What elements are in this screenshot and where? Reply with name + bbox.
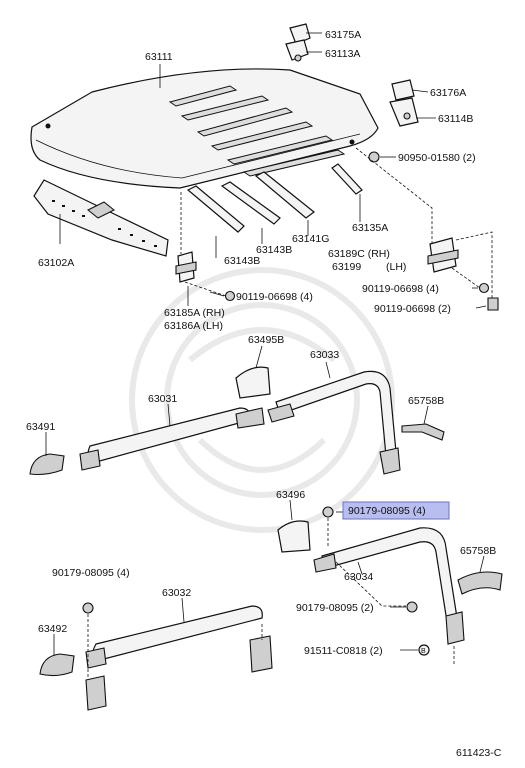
- bracket-63176A[interactable]: [389, 79, 419, 127]
- highlight-box: [342, 501, 450, 520]
- bolt-90119-right-a[interactable]: [478, 282, 490, 294]
- nut-90179-highlight[interactable]: [322, 506, 334, 546]
- label-63199-lh: (LH): [386, 261, 406, 273]
- label-63492[interactable]: 63492: [38, 623, 67, 635]
- label-63141G[interactable]: 63141G: [292, 233, 329, 245]
- cap-63491[interactable]: [29, 453, 65, 476]
- strip-63135A[interactable]: [331, 163, 363, 195]
- label-90179-left[interactable]: 90179-08095 (4): [52, 567, 130, 579]
- bar-63031[interactable]: [79, 407, 265, 471]
- label-63031[interactable]: 63031: [148, 393, 177, 405]
- clip-63175A[interactable]: [285, 23, 311, 62]
- label-63189C[interactable]: 63189C (RH): [328, 248, 390, 260]
- label-63135A[interactable]: 63135A: [352, 222, 388, 234]
- bar-63032[interactable]: [85, 605, 273, 711]
- label-63114B[interactable]: 63114B: [438, 113, 473, 125]
- label-63176A[interactable]: 63176A: [430, 87, 466, 99]
- rail-63141G[interactable]: [254, 171, 315, 219]
- label-63033[interactable]: 63033: [310, 349, 339, 361]
- nut-90179-left[interactable]: [82, 602, 94, 614]
- label-63496[interactable]: 63496: [276, 489, 305, 501]
- label-63111[interactable]: 63111: [145, 51, 173, 63]
- label-63199[interactable]: 63199: [332, 261, 361, 273]
- roof-panel-63111[interactable]: [30, 68, 379, 189]
- bolt-91511[interactable]: B: [418, 644, 430, 656]
- label-90179-highlight[interactable]: 90179-08095 (4): [348, 505, 426, 517]
- label-63113A[interactable]: 63113A: [325, 48, 360, 60]
- label-90119-right-a[interactable]: 90119-06698 (4): [362, 283, 439, 295]
- pad-63495B[interactable]: [235, 366, 271, 399]
- hinge-63189C[interactable]: [427, 237, 459, 273]
- label-63034[interactable]: 63034: [344, 571, 373, 583]
- front-trim-63102A[interactable]: [33, 179, 169, 257]
- label-63032[interactable]: 63032: [162, 587, 191, 599]
- hinge-63185A[interactable]: [175, 251, 197, 283]
- leader-lines: [45, 32, 487, 656]
- label-63143B-left[interactable]: 63143B: [224, 255, 260, 267]
- label-90119-left[interactable]: 90119-06698 (4): [236, 291, 313, 303]
- label-90119-right-b[interactable]: 90119-06698 (2): [374, 303, 451, 315]
- pad-63496[interactable]: [277, 520, 311, 553]
- bow-63034[interactable]: [313, 527, 465, 645]
- label-63185A[interactable]: 63185A (RH): [164, 307, 225, 319]
- rail-63143B-right[interactable]: [220, 181, 281, 225]
- label-65758B-upper[interactable]: 65758B: [408, 395, 444, 407]
- cap-63492[interactable]: [39, 653, 75, 677]
- diagram-id: 611423-C: [456, 747, 502, 759]
- label-63491[interactable]: 63491: [26, 421, 55, 433]
- rail-63143B-left[interactable]: [186, 185, 245, 233]
- svg-text:B: B: [421, 648, 426, 655]
- label-65758B-lower[interactable]: 65758B: [460, 545, 496, 557]
- label-91511[interactable]: 91511-C0818 (2): [304, 645, 383, 657]
- label-90950[interactable]: 90950-01580 (2): [398, 152, 476, 164]
- labels: 63175A 63113A 63111 63176A 63114B 90950-…: [26, 29, 502, 759]
- label-63143B-right[interactable]: 63143B: [256, 244, 292, 256]
- bolt-90119-left[interactable]: [209, 290, 236, 302]
- strip-65758B-upper[interactable]: [401, 423, 445, 441]
- bow-63033[interactable]: [267, 370, 401, 475]
- bolt-90119-right-b[interactable]: [487, 297, 499, 311]
- watermark-emblem: [129, 267, 395, 533]
- label-63102A[interactable]: 63102A: [38, 257, 74, 269]
- nut-90179-right[interactable]: [406, 601, 418, 613]
- label-63186A[interactable]: 63186A (LH): [164, 320, 223, 332]
- label-63175A[interactable]: 63175A: [325, 29, 361, 41]
- washer-90950[interactable]: [368, 151, 380, 163]
- strip-65758B-lower[interactable]: [457, 571, 503, 595]
- label-63495B[interactable]: 63495B: [248, 334, 284, 346]
- label-90179-right[interactable]: 90179-08095 (2): [296, 602, 374, 614]
